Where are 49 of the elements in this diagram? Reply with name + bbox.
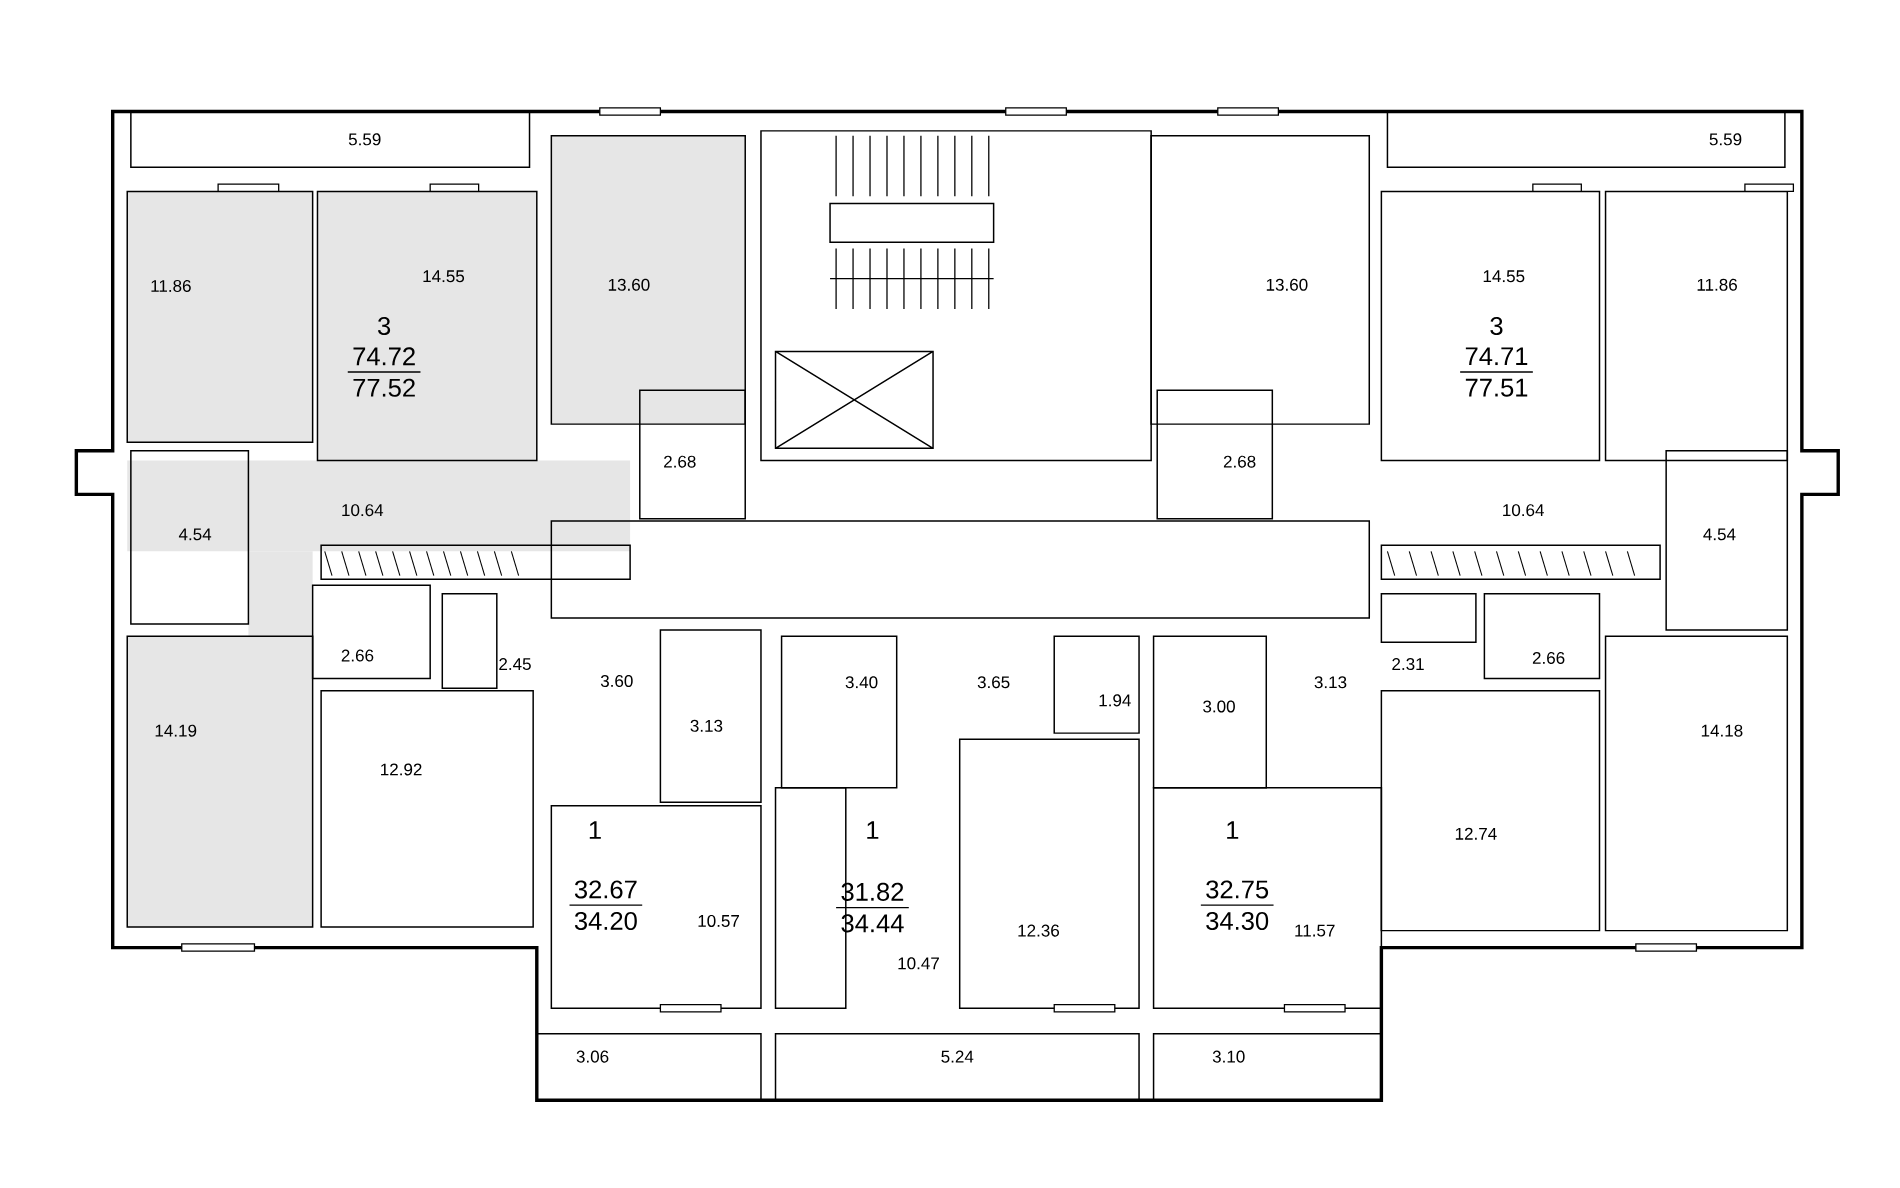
apartment-area-label: 3 (378, 317, 391, 336)
area-label: 11.86 (1697, 279, 1737, 291)
area-label: 5.59 (1709, 133, 1742, 146)
apartment-area-label: 1 (1227, 821, 1239, 840)
area-label: 3.65 (977, 676, 1010, 689)
area-label: 2.68 (1223, 455, 1256, 468)
area-label: 12.36 (1018, 924, 1060, 937)
area-label: 12.74 (1455, 828, 1497, 840)
area-label: 3.13 (690, 720, 723, 733)
area-label: 13.60 (608, 279, 650, 291)
area-label: 3.06 (576, 1050, 609, 1063)
apartment-area-label: 34.20 (574, 912, 637, 931)
area-label: 2.68 (664, 455, 696, 468)
apartment-area-label: 34.30 (1206, 912, 1269, 931)
area-label: 14.18 (1701, 724, 1743, 737)
area-label: 3.00 (1203, 700, 1235, 713)
apartment-area-label: 3 (1490, 317, 1503, 336)
area-label: 3.10 (1212, 1050, 1245, 1063)
apartment-area-label: 32.75 (1206, 880, 1269, 899)
area-label: 10.47 (898, 957, 939, 970)
area-label: 14.19 (155, 724, 197, 737)
area-label: 12.92 (381, 763, 422, 776)
area-label: 13.60 (1266, 279, 1308, 291)
apartment-area-label: 1 (867, 821, 879, 840)
apartment-area-label: 74.72 (353, 347, 415, 366)
area-label: 5.24 (941, 1050, 974, 1063)
area-label: 2.45 (499, 658, 531, 671)
area-label: 10.64 (1503, 504, 1544, 517)
apartment-area-label: 77.52 (353, 379, 415, 398)
area-label: 3.60 (600, 675, 633, 688)
area-label: 11.86 (151, 280, 191, 293)
area-label: 2.66 (341, 649, 374, 662)
area-label: 10.57 (698, 915, 739, 928)
area-label: 4.54 (1703, 528, 1736, 541)
area-label: 1.94 (1099, 694, 1131, 707)
area-label: 3.13 (1314, 676, 1347, 689)
area-label: 14.55 (1483, 270, 1525, 283)
area-label: 11.57 (1295, 924, 1335, 937)
area-label: 14.55 (423, 270, 465, 283)
apartment-area-label: 77.51 (1465, 379, 1528, 397)
apartment-area-label: 32.67 (574, 880, 637, 899)
area-label: 5.59 (348, 133, 381, 146)
apartment-area-label: 74.71 (1465, 347, 1528, 366)
area-label: 4.54 (178, 528, 212, 541)
area-label: 10.64 (342, 504, 384, 517)
area-label: 2.31 (1392, 658, 1424, 671)
area-label: 3.40 (845, 676, 878, 689)
area-label: 2.66 (1532, 652, 1565, 665)
apartment-area-label: 1 (589, 821, 601, 840)
